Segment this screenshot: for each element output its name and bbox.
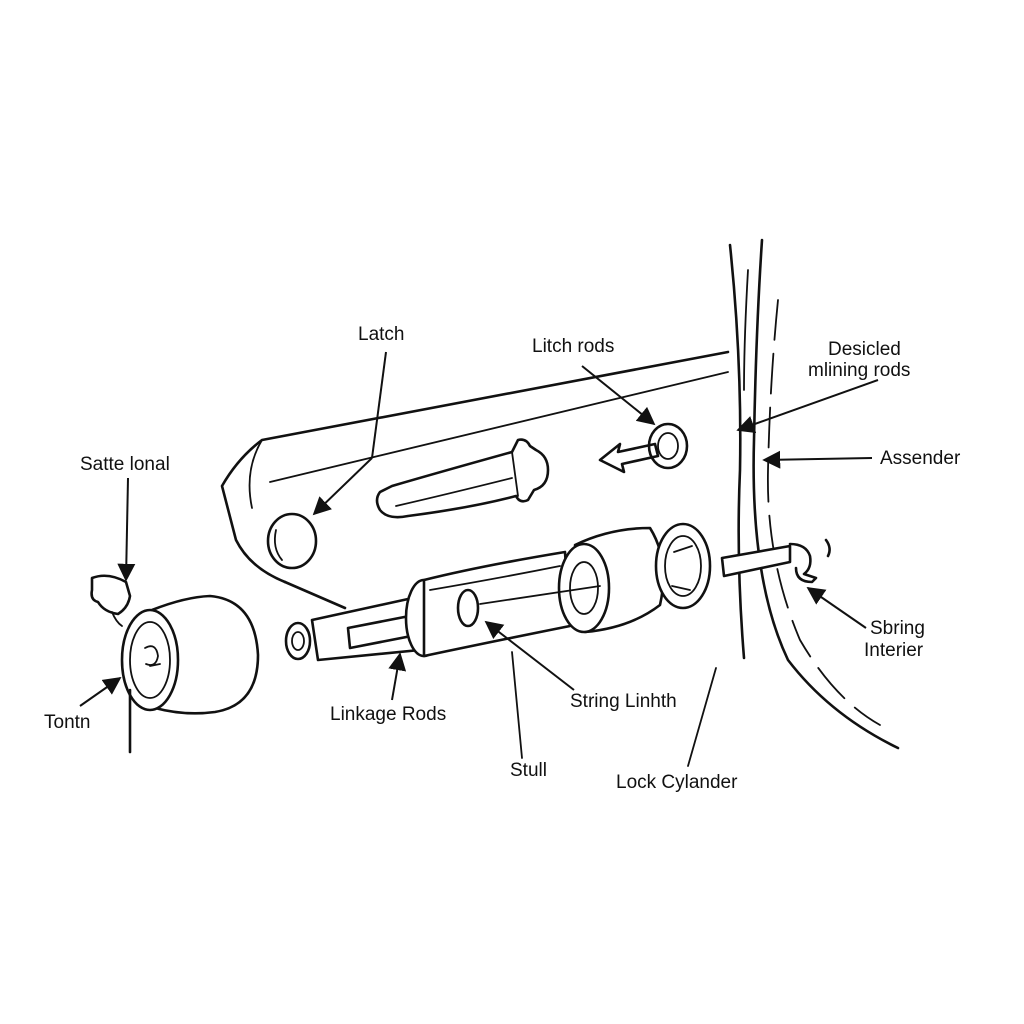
label-sbring-line2: Interier [864,640,924,661]
rod-arrow-fitting [598,422,689,474]
interior-handle [375,438,550,519]
label-desicled-line1: Desicled [828,339,901,360]
panel-button [266,512,318,570]
left-cylinder [120,594,260,715]
label-linkage-rods: Linkage Rods [330,704,446,725]
label-latch: Latch [358,324,404,345]
label-satte-lonal: Satte lonal [80,454,170,475]
label-lock-cylander: Lock Cylander [616,772,738,793]
label-desicled-line2: mlining rods [808,360,910,381]
label-sbring-line1: Sbring [870,618,925,639]
retainer-clip [90,574,132,754]
door-edge-lines [728,238,900,750]
leader-lines [79,351,879,767]
linkage-rod-assembly [284,522,831,662]
label-assender: Assender [880,448,961,469]
label-tontn: Tontn [44,712,90,733]
label-string-linhth: String Linhth [570,691,677,712]
label-stull: Stull [510,760,547,781]
label-litch-rods: Litch rods [532,336,614,357]
door-panel [220,350,730,610]
